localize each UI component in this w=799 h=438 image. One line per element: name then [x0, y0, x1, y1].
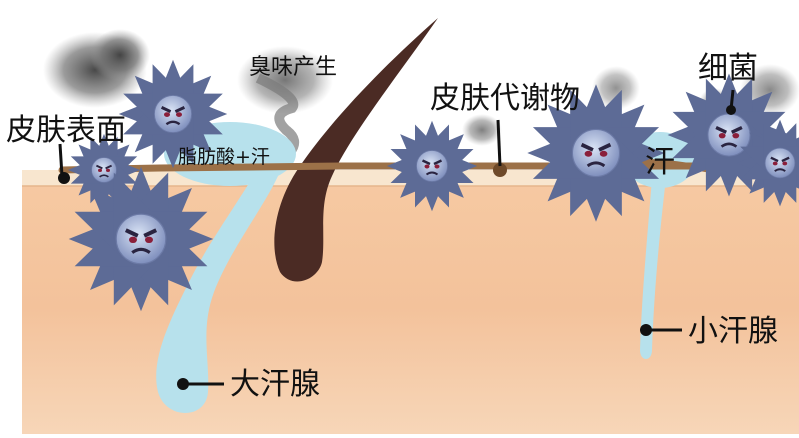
small-gland-dot: [640, 324, 652, 336]
label-large-gland: 大汗腺: [230, 367, 320, 402]
large-gland-dot: [177, 378, 189, 390]
label-skin-surface: 皮肤表面: [6, 113, 126, 148]
label-metabolites: 皮肤代谢物: [430, 81, 580, 116]
label-small-gland: 小汗腺: [688, 314, 778, 349]
large-sweat-gland: [156, 168, 278, 413]
leader-lines: [58, 89, 735, 386]
label-sweat: 汗: [645, 145, 675, 180]
hair: [274, 18, 438, 282]
label-bacteria: 细菌: [698, 51, 758, 86]
bacteria-dot: [726, 105, 736, 115]
small-sweat-gland: [640, 178, 666, 359]
label-fatty-acid-sweat: 脂肪酸+汗: [178, 146, 270, 168]
label-odor: 臭味产生: [249, 55, 337, 80]
